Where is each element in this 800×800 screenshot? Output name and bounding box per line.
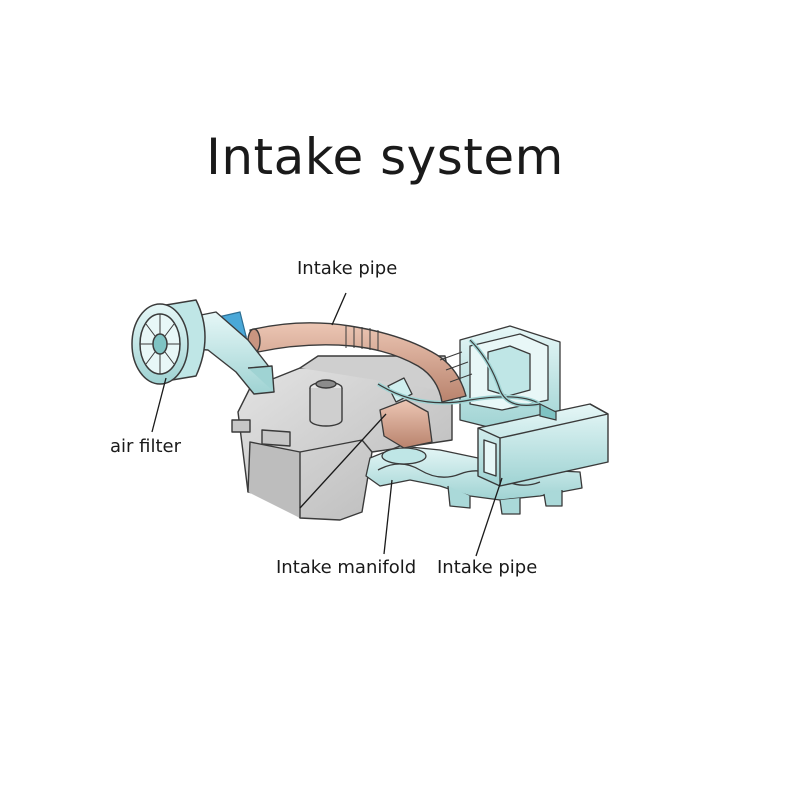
label-intake-pipe-bottom: Intake pipe [437, 557, 538, 578]
air-filter-housing [131, 299, 206, 385]
leader-intake-pipe-top [331, 292, 347, 326]
leader-intake-manifold-a [299, 413, 387, 509]
vacuum-lines [376, 338, 557, 421]
label-air-filter: air filter [110, 436, 182, 457]
leader-intake-pipe-bottom [475, 477, 503, 557]
plenum-chamber [477, 403, 609, 487]
label-intake-pipe-top: Intake pipe [297, 258, 398, 279]
leader-lines [151, 292, 503, 557]
diagram-title: Intake system [206, 128, 564, 186]
leader-air-filter [151, 377, 167, 433]
leader-intake-manifold-b [383, 479, 393, 555]
label-intake-manifold: Intake manifold [276, 557, 417, 578]
intake-pipe [247, 322, 473, 403]
